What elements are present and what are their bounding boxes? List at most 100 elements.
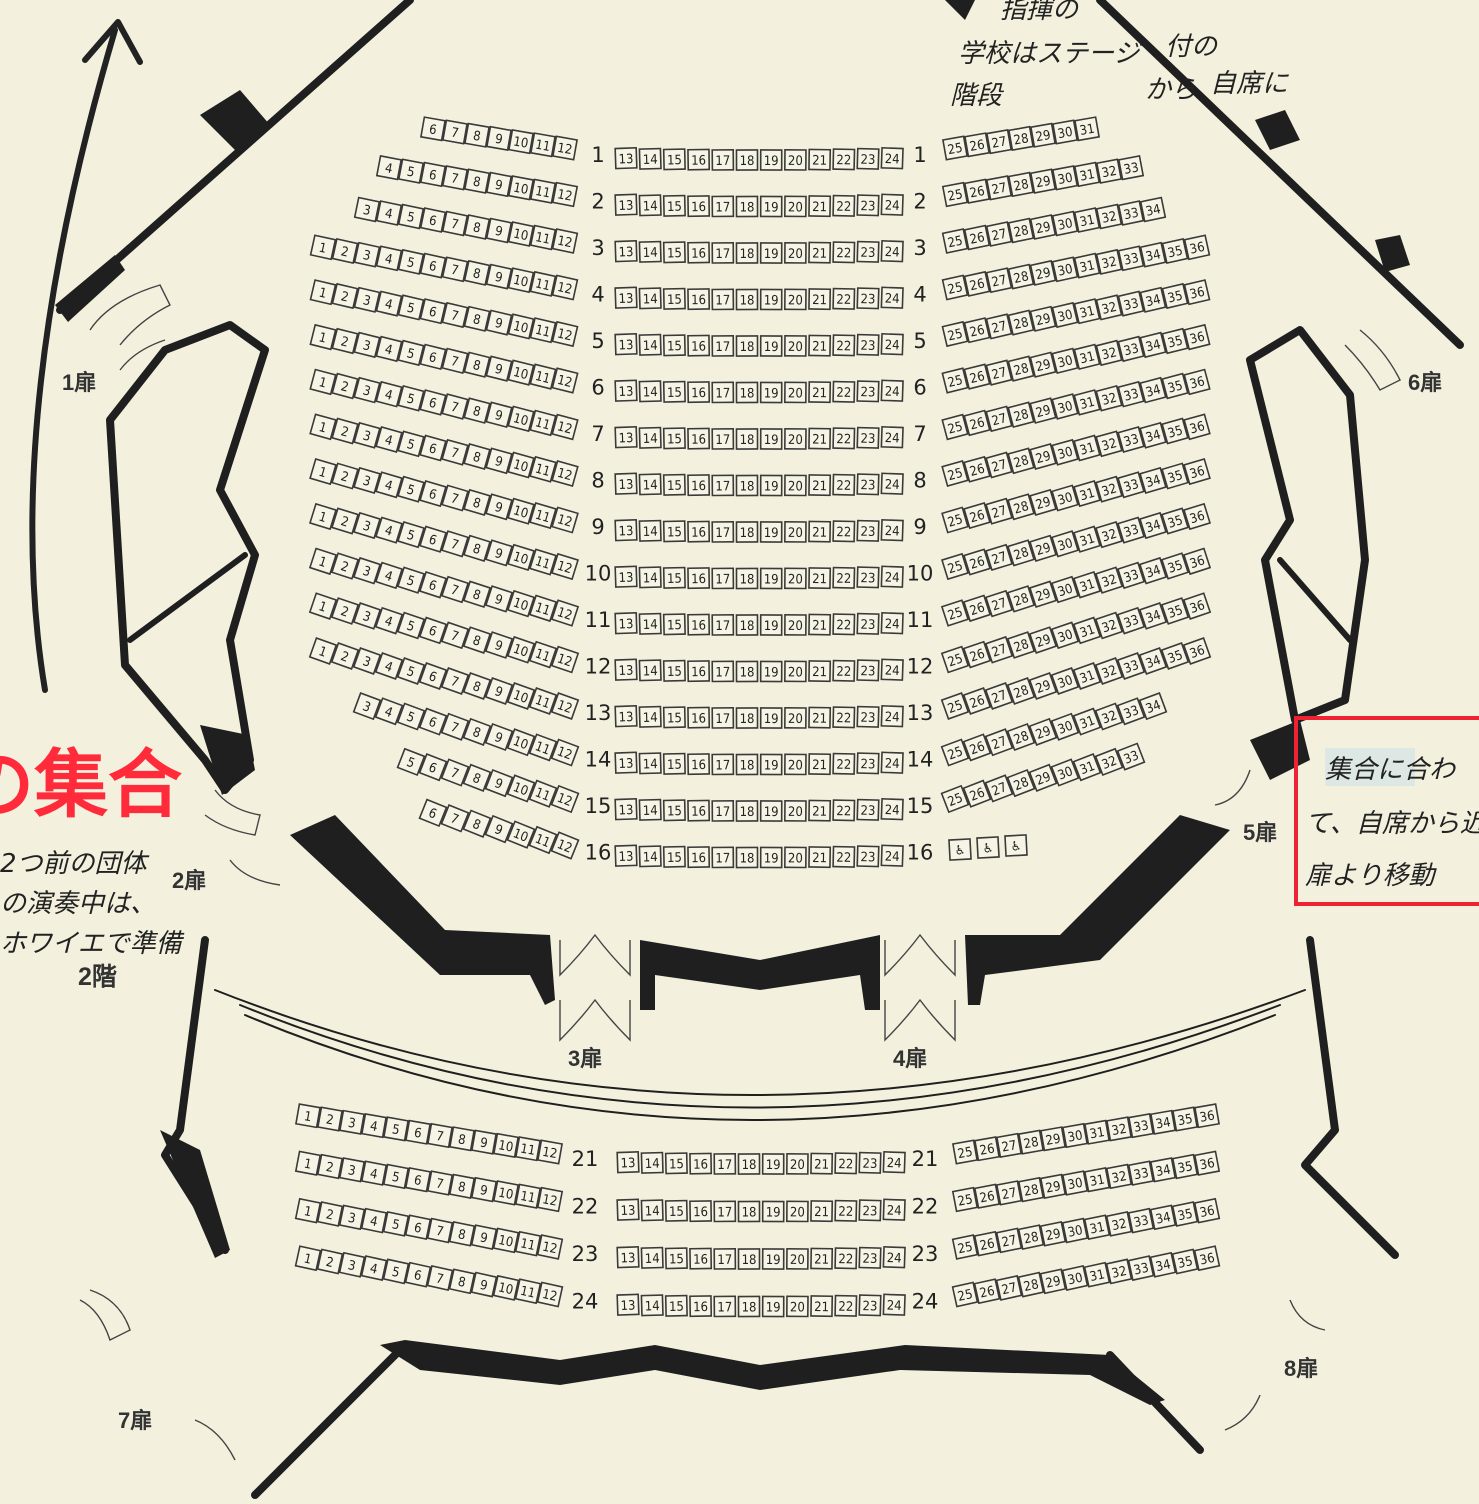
- svg-text:12: 12: [555, 512, 574, 531]
- seat: 4: [374, 652, 404, 680]
- seat: 23: [856, 147, 880, 170]
- annotation-left-1: 2つ前の団体: [0, 849, 150, 879]
- seat: 16: [687, 846, 711, 869]
- seat: 9: [484, 677, 514, 705]
- svg-text:8: 8: [457, 1180, 467, 1196]
- seat: 7: [440, 758, 470, 787]
- seat: 22: [832, 194, 856, 217]
- seat: 27: [995, 1132, 1023, 1158]
- seat: 26: [973, 1136, 1001, 1162]
- seat: 35: [1161, 327, 1189, 355]
- seat: 2: [330, 552, 360, 580]
- svg-text:8: 8: [472, 175, 482, 191]
- seat: 14: [638, 659, 662, 682]
- seat: 11: [514, 1230, 542, 1257]
- seat: 31: [1073, 161, 1101, 188]
- svg-text:18: 18: [740, 526, 755, 541]
- seat: 9: [484, 722, 514, 752]
- svg-text:31: 31: [1078, 349, 1096, 367]
- seat: 11: [529, 270, 557, 297]
- svg-text:25: 25: [946, 744, 965, 763]
- seat: 21: [810, 1200, 834, 1223]
- row-label: 13: [585, 701, 612, 725]
- svg-text:3: 3: [361, 383, 372, 399]
- seat: 14: [638, 752, 662, 775]
- seat: 12: [536, 1186, 564, 1213]
- seat: 10: [492, 1274, 520, 1301]
- svg-text:14: 14: [643, 664, 658, 679]
- seat: 11: [529, 224, 557, 251]
- svg-text:30: 30: [1056, 445, 1074, 463]
- svg-text:29: 29: [1034, 311, 1052, 329]
- svg-text:23: 23: [860, 385, 875, 400]
- row-label: 23: [912, 1242, 939, 1266]
- svg-text:9: 9: [493, 638, 505, 655]
- seat: 14: [638, 380, 662, 403]
- svg-text:19: 19: [764, 619, 779, 634]
- svg-text:1: 1: [317, 599, 329, 616]
- seat: 6: [419, 434, 447, 462]
- svg-text:19: 19: [764, 154, 779, 169]
- seat: 16: [687, 706, 711, 729]
- svg-text:2: 2: [339, 469, 350, 485]
- svg-text:33: 33: [1133, 1118, 1150, 1135]
- seat: 13: [614, 658, 638, 681]
- annotation-gather: の集合: [0, 742, 182, 828]
- seat: 2: [316, 1106, 344, 1132]
- svg-text:30: 30: [1057, 216, 1075, 234]
- seat: 34: [1149, 1157, 1177, 1183]
- svg-text:10: 10: [511, 503, 530, 522]
- svg-text:14: 14: [643, 339, 658, 354]
- row-label: 13: [907, 701, 934, 725]
- svg-text:10: 10: [497, 1280, 515, 1298]
- svg-text:24: 24: [886, 1298, 901, 1313]
- seat: 21: [808, 195, 832, 218]
- seat: 32: [1105, 1211, 1133, 1237]
- seat: 7: [441, 210, 469, 237]
- svg-text:3: 3: [346, 1258, 357, 1274]
- svg-text:24: 24: [884, 198, 899, 213]
- seat: 36: [1193, 1103, 1221, 1129]
- seat: 5: [397, 203, 425, 230]
- seat: 7: [440, 712, 470, 741]
- seat: 8: [448, 1220, 476, 1247]
- seat: 8: [448, 1268, 476, 1295]
- svg-text:6: 6: [427, 578, 439, 595]
- svg-text:16: 16: [691, 804, 706, 819]
- seat: 28: [1017, 1271, 1045, 1298]
- seat: 15: [662, 241, 686, 264]
- seat: 35: [1161, 238, 1189, 264]
- svg-text:22: 22: [838, 1157, 853, 1172]
- svg-text:17: 17: [715, 572, 730, 587]
- svg-text:15: 15: [667, 711, 682, 726]
- seat: 35: [1161, 282, 1189, 310]
- seat: 19: [759, 335, 783, 357]
- svg-text:17: 17: [717, 1300, 732, 1315]
- svg-text:25: 25: [956, 1287, 974, 1305]
- svg-text:8: 8: [471, 404, 482, 420]
- seat: 6: [404, 1166, 432, 1193]
- svg-text:4: 4: [368, 1261, 379, 1277]
- svg-text:11: 11: [534, 323, 552, 341]
- svg-text:17: 17: [715, 247, 730, 262]
- row-label: 4: [913, 283, 926, 307]
- svg-text:19: 19: [764, 433, 779, 448]
- row-label: 5: [591, 329, 604, 353]
- svg-text:18: 18: [740, 293, 755, 308]
- svg-text:36: 36: [1188, 643, 1207, 662]
- svg-text:26: 26: [979, 1141, 996, 1158]
- seat: 10: [507, 497, 535, 525]
- svg-text:4: 4: [369, 1214, 379, 1230]
- seat: 28: [1007, 263, 1035, 290]
- seat: 25: [951, 1139, 979, 1165]
- svg-text:22: 22: [836, 200, 851, 215]
- seat: 36: [1183, 234, 1211, 261]
- svg-text:15: 15: [669, 1157, 684, 1172]
- seat: 13: [614, 565, 638, 588]
- svg-text:5: 5: [391, 1217, 401, 1233]
- seat: 9: [484, 814, 514, 844]
- seat: 13: [614, 286, 638, 309]
- svg-text:28: 28: [1012, 775, 1031, 794]
- svg-text:22: 22: [836, 339, 851, 354]
